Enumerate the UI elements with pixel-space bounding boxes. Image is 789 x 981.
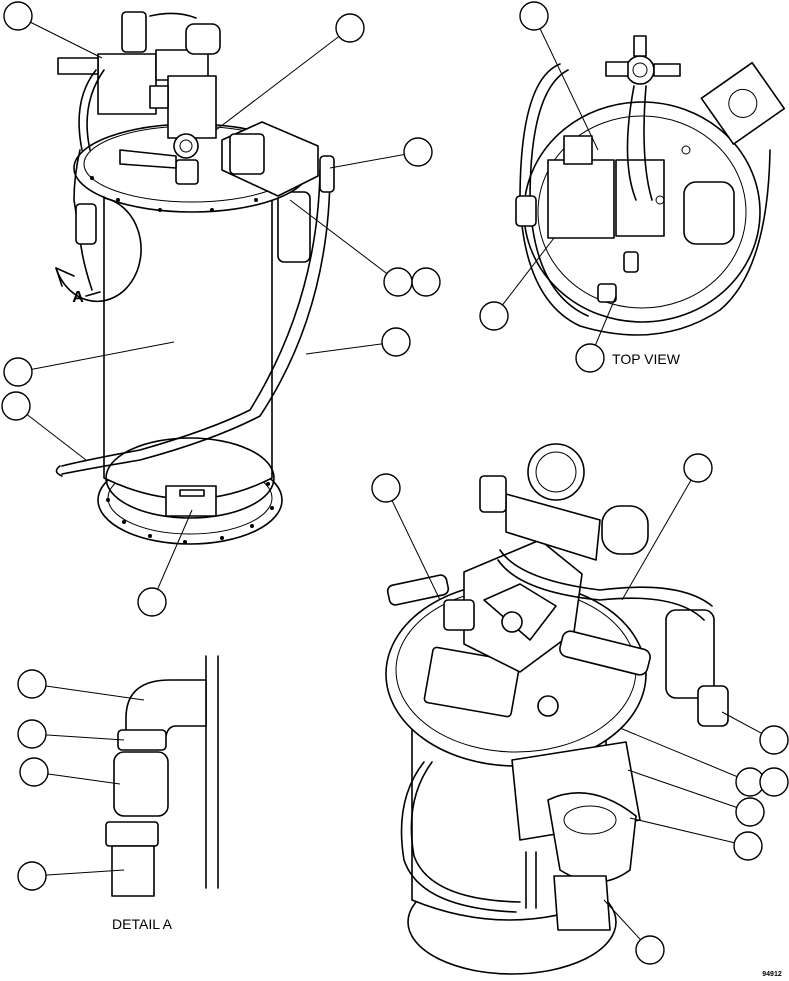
top-view-label: TOP VIEW (612, 351, 681, 367)
top-view-assembly (515, 35, 786, 336)
detail-a-assembly (105, 655, 219, 897)
detail-a-marker: A (72, 289, 84, 306)
detail-a-label: DETAIL A (112, 916, 173, 932)
figure-code: 94912 (762, 971, 782, 978)
isometric-assembly (385, 443, 729, 975)
main-assembly (55, 11, 335, 545)
